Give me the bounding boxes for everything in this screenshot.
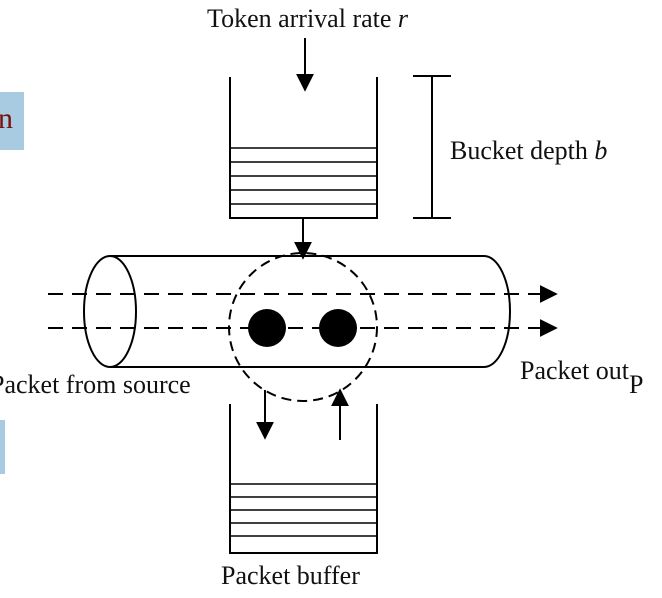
- packet-buffer: [229, 404, 378, 554]
- packet-dot-1: [248, 309, 286, 347]
- packet-out-label: Packet outP: [520, 356, 644, 398]
- token-bucket: [229, 77, 378, 219]
- bucket-depth-label: Bucket depth b: [450, 138, 607, 164]
- packet-dot-2: [319, 309, 357, 347]
- pipe-cylinder: [83, 255, 511, 368]
- background-tab-top: n: [0, 92, 24, 150]
- packet-buffer-label: Packet buffer: [221, 561, 360, 590]
- bucket-depth-variable: b: [594, 136, 608, 165]
- packet-out-suffix: P: [629, 370, 644, 399]
- bucket-depth-bracket: [413, 75, 451, 219]
- packet-out-text: Packet out: [520, 356, 630, 385]
- token-rate-variable: r: [397, 4, 409, 33]
- bucket-depth-text: Bucket depth: [450, 136, 588, 165]
- token-arrival-label: Token arrival rate r: [207, 6, 408, 32]
- regulator-circle: [228, 252, 378, 402]
- background-tab-bottom: [0, 420, 5, 474]
- token-arrival-text: Token arrival rate: [207, 4, 392, 33]
- packet-from-source-label: Packet from source: [0, 370, 191, 399]
- background-text-top: n: [0, 102, 13, 135]
